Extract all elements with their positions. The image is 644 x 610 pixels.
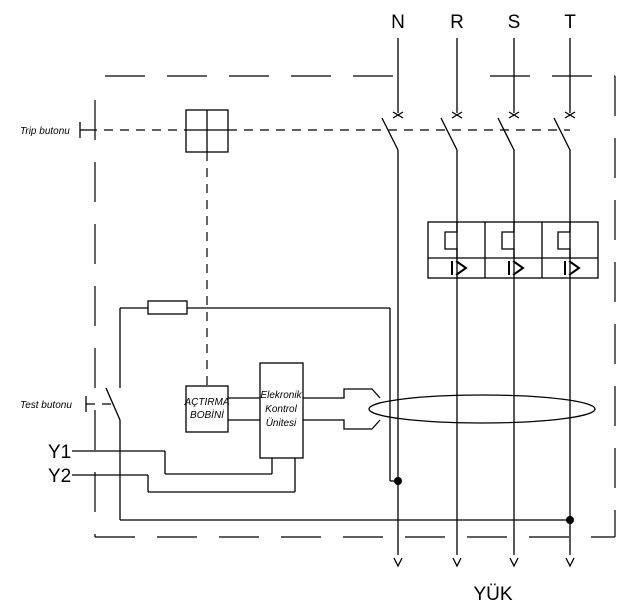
y2-wiring: [72, 458, 296, 493]
electronic-control-unit: [259, 362, 304, 459]
junction-dot-t: [566, 516, 574, 524]
trip-linkage: [88, 129, 570, 386]
y1-label: Y1: [48, 442, 71, 463]
terminal-r-label: R: [450, 12, 464, 33]
test-button[interactable]: [85, 396, 112, 412]
terminal-t-label: T: [564, 12, 576, 33]
current-transformer: [303, 388, 596, 430]
electronic-label-line1: Elekronik: [260, 390, 302, 401]
coil-label-line2: BOBİNİ: [190, 409, 224, 421]
conductor-n: [381, 38, 404, 568]
electronic-label-line2: Kontrol: [265, 404, 297, 415]
junction-dot-n: [394, 477, 402, 485]
test-resistor: [147, 300, 188, 315]
conductor-r: [440, 38, 463, 568]
trip-latch: [185, 109, 229, 153]
trip-button-label: Trip butonu: [20, 126, 70, 137]
overcurrent-release-block: [427, 221, 599, 279]
conductor-s: [497, 38, 520, 568]
y1-wiring: [72, 450, 273, 475]
test-button-label: Test butonu: [20, 400, 72, 411]
load-label: YÜK: [473, 584, 512, 605]
terminal-s-label: S: [508, 12, 521, 33]
enclosure-border: [94, 75, 616, 538]
electronic-label-line3: Ünitesi: [266, 417, 297, 429]
trip-button[interactable]: [79, 122, 88, 138]
test-circuit: [105, 300, 570, 521]
opening-coil: [185, 385, 260, 433]
conductor-t: [553, 38, 576, 568]
coil-label-line1: AÇTIRMA: [184, 397, 230, 408]
y2-label: Y2: [48, 466, 71, 487]
terminal-n-label: N: [391, 12, 405, 33]
